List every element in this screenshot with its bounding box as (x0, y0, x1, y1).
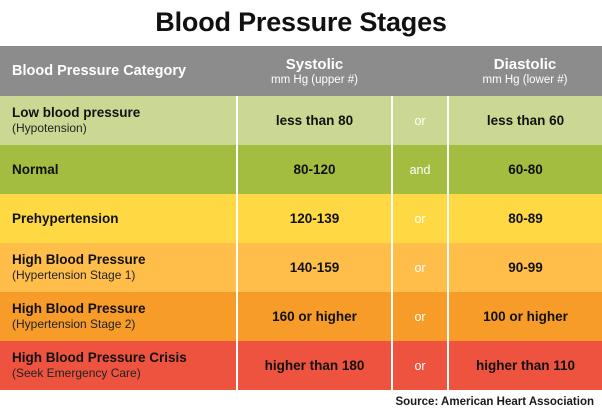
cell-diastolic: 60-80 (447, 145, 602, 194)
column-header-diastolic-unit: mm Hg (lower #) (482, 73, 568, 86)
category-subtitle: (Hypotension) (12, 121, 87, 135)
cell-systolic: higher than 180 (236, 341, 392, 390)
table-row: Low blood pressure(Hypotension)less than… (0, 96, 602, 145)
table-row: High Blood Pressure Crisis(Seek Emergenc… (0, 341, 602, 390)
cell-diastolic: 100 or higher (447, 292, 602, 341)
header-row: Blood Pressure Category Systolic mm Hg (… (0, 46, 602, 96)
category-name: Low blood pressure (12, 105, 141, 120)
table-body: Low blood pressure(Hypotension)less than… (0, 96, 602, 390)
cell-category: Normal (0, 145, 237, 194)
cell-category: Prehypertension (0, 194, 237, 243)
column-header-diastolic-title: Diastolic (493, 55, 557, 73)
column-header-systolic-title: Systolic (285, 55, 344, 73)
category-name: Normal (12, 161, 59, 177)
table-row: High Blood Pressure(Hypertension Stage 2… (0, 292, 602, 341)
page-title: Blood Pressure Stages (155, 6, 447, 37)
source-attribution: Source: American Heart Association (395, 396, 594, 408)
table-header: Blood Pressure Category Systolic mm Hg (… (0, 46, 602, 96)
category-name: High Blood Pressure Crisis (12, 350, 187, 365)
column-header-conjunction (392, 46, 448, 96)
cell-category: Low blood pressure(Hypotension) (0, 96, 237, 145)
category-subtitle: (Hypertension Stage 2) (12, 317, 136, 331)
cell-systolic: 140-159 (236, 243, 392, 292)
category-subtitle: (Seek Emergency Care) (12, 366, 141, 380)
cell-systolic: 120-139 (236, 194, 392, 243)
cell-conjunction: or (391, 96, 448, 145)
cell-diastolic: 90-99 (447, 243, 602, 292)
cell-systolic: less than 80 (236, 96, 392, 145)
cell-conjunction: or (391, 243, 448, 292)
cell-conjunction: or (391, 194, 448, 243)
cell-category: High Blood Pressure(Hypertension Stage 1… (0, 243, 237, 292)
cell-conjunction: or (391, 341, 448, 390)
cell-diastolic: 80-89 (447, 194, 602, 243)
category-subtitle: (Hypertension Stage 1) (12, 268, 136, 282)
cell-conjunction: and (391, 145, 448, 194)
cell-diastolic: higher than 110 (447, 341, 602, 390)
cell-category: High Blood Pressure(Hypertension Stage 2… (0, 292, 237, 341)
category-name: Prehypertension (12, 210, 119, 226)
cell-systolic: 160 or higher (236, 292, 392, 341)
column-header-systolic: Systolic mm Hg (upper #) (237, 46, 392, 96)
blood-pressure-stages-table: Blood Pressure Category Systolic mm Hg (… (0, 46, 602, 390)
category-name: High Blood Pressure (12, 252, 146, 267)
column-header-category: Blood Pressure Category (12, 63, 187, 79)
cell-diastolic: less than 60 (447, 96, 602, 145)
category-name: High Blood Pressure (12, 301, 146, 316)
cell-category: High Blood Pressure Crisis(Seek Emergenc… (0, 341, 237, 390)
column-header-systolic-unit: mm Hg (upper #) (271, 73, 358, 86)
cell-systolic: 80-120 (236, 145, 392, 194)
table-row: High Blood Pressure(Hypertension Stage 1… (0, 243, 602, 292)
column-header-diastolic: Diastolic mm Hg (lower #) (448, 46, 602, 96)
cell-conjunction: or (391, 292, 448, 341)
